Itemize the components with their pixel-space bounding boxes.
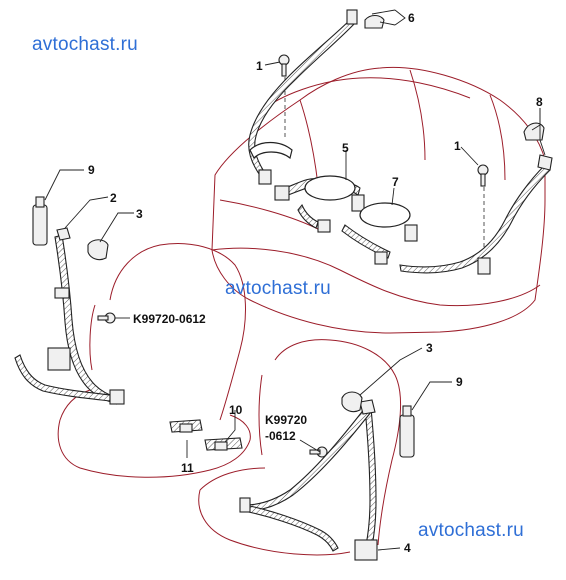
callout-labels: 1 1 2 3 3 4 5 6 7 8 9 9 10 11 K99720-061… xyxy=(88,11,543,555)
height-adjuster-9-left xyxy=(32,196,48,246)
callout-10: 10 xyxy=(229,403,243,417)
cover-3-right xyxy=(341,391,363,413)
callout-2: 2 xyxy=(110,191,117,205)
front-left-buckle-plate xyxy=(54,287,70,299)
front-right-retractor xyxy=(354,539,378,561)
front-right-belt xyxy=(239,399,378,561)
rear-center-buckle-b xyxy=(351,194,365,212)
watermark: avtochast.ru xyxy=(418,520,524,541)
buckle-11 xyxy=(169,419,203,433)
callout-3-right: 3 xyxy=(426,341,433,355)
rear-right-anchor xyxy=(477,257,491,275)
cover-3-left xyxy=(87,239,109,261)
callout-3-left: 3 xyxy=(136,207,143,221)
front-left-belt xyxy=(14,227,125,405)
rear-center-buckle-a xyxy=(274,185,290,201)
rear-right-buckle xyxy=(404,224,418,242)
bolt-part-number-b-line1: K99720 xyxy=(265,413,307,427)
rear-left-retractor xyxy=(346,9,358,25)
bolt-1-left xyxy=(278,54,290,77)
watermark: avtochast.ru xyxy=(225,278,331,299)
rear-right-lap-belt xyxy=(341,202,418,265)
rear-left-anchor xyxy=(258,169,272,185)
height-adjuster-9-right xyxy=(399,405,415,458)
rear-center-tongue xyxy=(317,219,331,233)
callout-1-left: 1 xyxy=(256,59,263,73)
rear-left-outer-belt xyxy=(248,9,358,185)
callout-8: 8 xyxy=(536,95,543,109)
rear-seat-outline xyxy=(211,66,546,334)
cover-8 xyxy=(523,122,545,141)
front-left-seat-outline xyxy=(57,243,251,478)
callout-9-left: 9 xyxy=(88,163,95,177)
front-left-anchor xyxy=(109,389,125,405)
front-right-seat-outline xyxy=(198,339,402,556)
callout-4: 4 xyxy=(404,541,411,555)
rear-right-outer-belt xyxy=(399,154,553,275)
bolt-part-number-a: K99720-0612 xyxy=(133,312,206,326)
callout-5: 5 xyxy=(342,141,349,155)
front-left-guide xyxy=(56,227,71,241)
bolt-front-right xyxy=(309,446,328,458)
callout-6: 6 xyxy=(408,11,415,25)
rear-right-tongue xyxy=(374,251,388,265)
front-right-anchor xyxy=(239,497,251,513)
bolt-front-left xyxy=(97,312,116,324)
buckle-10 xyxy=(204,437,243,451)
rear-center-belt xyxy=(274,175,365,233)
rear-right-retractor xyxy=(537,154,553,171)
front-left-retractor xyxy=(47,347,71,371)
watermark: avtochast.ru xyxy=(32,34,138,55)
leader-lines xyxy=(44,9,546,551)
bolt-part-number-b-line2: -0612 xyxy=(265,429,296,443)
front-right-guide xyxy=(359,399,376,415)
callout-7: 7 xyxy=(392,175,399,189)
callout-11: 11 xyxy=(181,461,194,475)
cover-6 xyxy=(364,14,385,29)
bolt-1-right xyxy=(477,164,489,187)
callout-9-right: 9 xyxy=(456,375,463,389)
callout-1-right: 1 xyxy=(454,139,461,153)
